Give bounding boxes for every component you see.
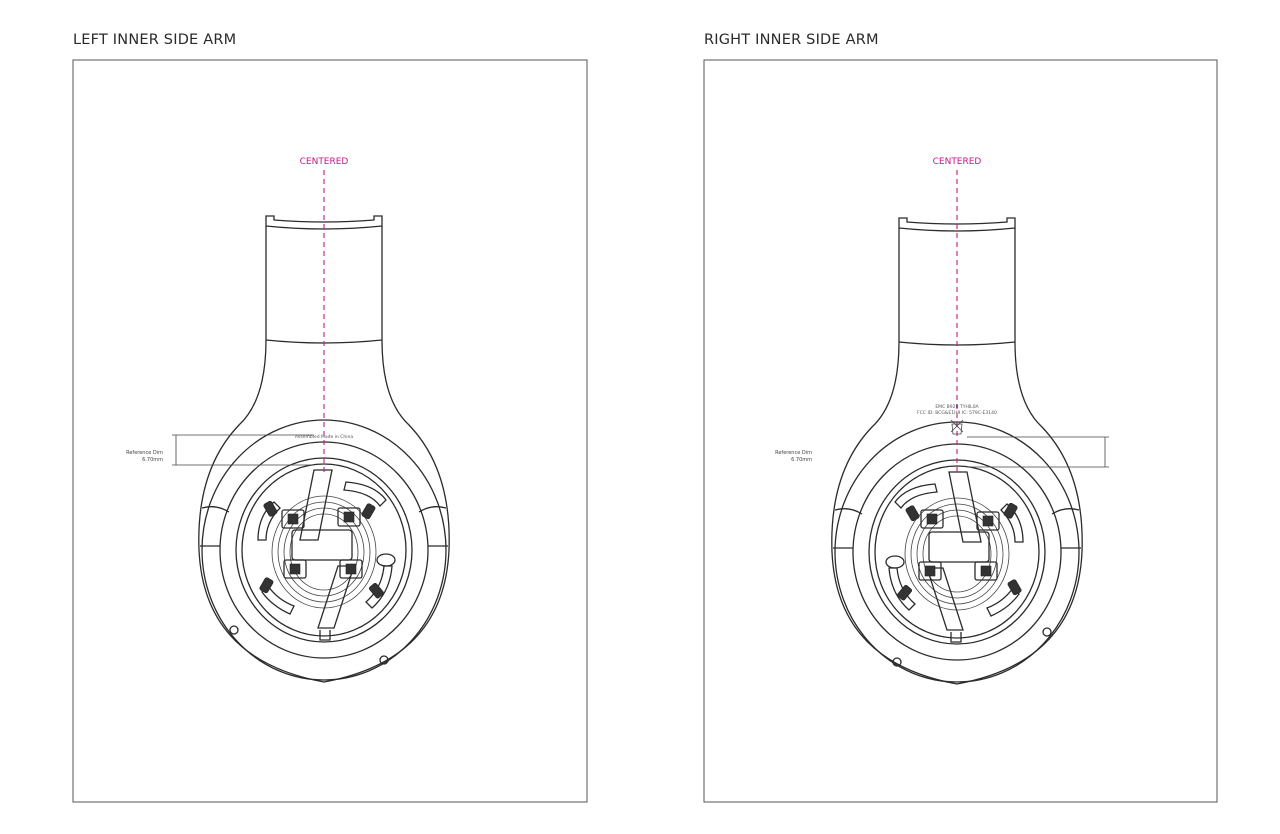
right-panel-frame: [703, 59, 1218, 803]
right-imprint-line-2: FCC ID: BCG&E1H9 IC: 579C-E3140: [917, 410, 997, 416]
right-headphone-arm-drawing: [831, 217, 1110, 685]
left-panel-frame: [72, 59, 588, 803]
left-dimension-label: Reference Dim: [126, 450, 163, 456]
right-center-label: CENTERED: [933, 157, 982, 167]
right-panel-title: RIGHT INNER SIDE ARM: [704, 32, 879, 48]
right-dimension-value: 6.70mm: [791, 457, 812, 463]
right-dimension-label: Reference Dim: [775, 450, 812, 456]
right-disposal-icon: [950, 419, 964, 435]
left-panel-title: LEFT INNER SIDE ARM: [73, 32, 237, 48]
left-headphone-arm-drawing: [171, 215, 450, 683]
left-dimension-value: 6.70mm: [142, 457, 163, 463]
left-imprint-text: Assembled Made in China: [295, 434, 353, 440]
right-imprint-line-1: EMC B92B TYHIL0A: [935, 404, 979, 410]
left-center-label: CENTERED: [300, 157, 349, 167]
